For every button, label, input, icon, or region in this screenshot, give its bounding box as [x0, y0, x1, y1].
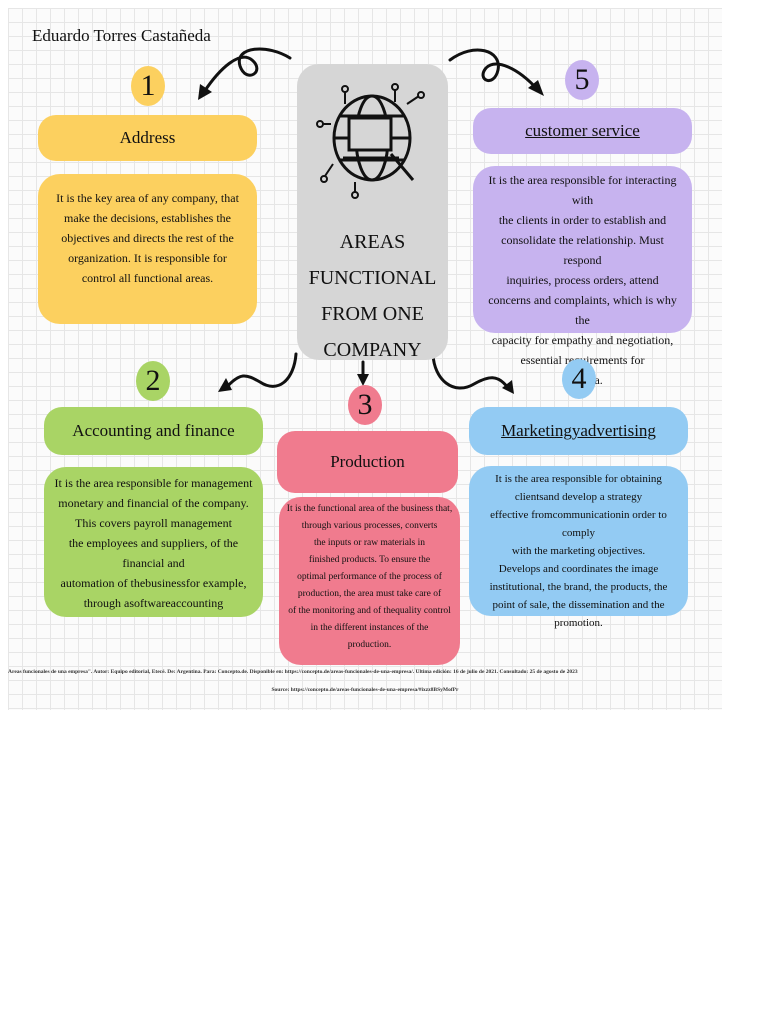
production-text-line: the inputs or raw materials in: [313, 538, 426, 548]
area-card-marketing-advertising: It is the area responsible for obtaining…: [469, 466, 688, 629]
accounting-text-line: financial and: [122, 556, 185, 570]
connector-arrows: [198, 47, 544, 394]
number-badge-4: 4: [562, 359, 596, 399]
accounting-text-line: This covers payroll management: [75, 516, 232, 530]
accounting-text-line: monetary and financial of the company.: [58, 496, 249, 510]
marketing-text-line: promotion.: [554, 617, 603, 629]
accounting-text-line: automation of thebusinessfor example,: [60, 576, 247, 590]
area-title-production: Production: [277, 431, 458, 493]
production-text-line: finished products. To ensure the: [308, 555, 431, 565]
production-text-line: through various processes, converts: [301, 521, 438, 531]
diagram-canvas: Eduardo Torres Castañeda: [8, 8, 722, 710]
arrowhead-marketing: [502, 380, 514, 394]
arrowhead-production: [357, 374, 369, 386]
arrow-to-marketing: [431, 352, 510, 390]
address-text-line: organization. It is responsible for: [68, 251, 227, 265]
area-title-marketing-advertising: Marketingyadvertising: [469, 407, 688, 455]
production-text-line: production.: [347, 640, 392, 650]
center-topic-box: AREAS FUNCTIONAL FROM ONE COMPANY: [297, 64, 448, 361]
customer-text-line: concerns and complaints, which is why th…: [488, 293, 677, 327]
production-text-line: optimal performance of the process of: [297, 572, 442, 582]
area-title-address: Address: [38, 115, 257, 161]
accounting-text-line: through asoftwareaccounting: [83, 596, 224, 610]
source-text: Source: https://concepto.de/areas-funcio…: [271, 687, 459, 693]
arrow-to-address: [202, 47, 292, 94]
area-card-accounting-finance: It is the area responsible for managemen…: [44, 467, 263, 617]
production-text-line: production, the area must take care of: [297, 589, 442, 599]
marketing-text-line: with the marketing objectives.: [511, 545, 646, 557]
area-title-customer-service: customer service: [473, 108, 692, 154]
marketing-text-line: institutional, the brand, the products, …: [489, 581, 668, 593]
customer-text-line: the clients in order to establish and: [498, 213, 667, 227]
production-text-line: of the monitoring and of thequality cont…: [288, 606, 451, 616]
accounting-text-line: It is the area responsible for managemen…: [54, 476, 253, 490]
center-title-line-1: AREAS: [339, 231, 406, 253]
number-badge-1: 1: [131, 66, 165, 106]
center-topic-title: AREAS FUNCTIONAL FROM ONE COMPANY: [297, 224, 448, 368]
address-text-line: objectives and directs the rest of the: [61, 231, 234, 245]
arrowhead-accounting: [218, 378, 232, 392]
area-card-production: It is the functional area of the busines…: [279, 497, 460, 665]
address-text-line: make the decisions, establishes the: [64, 211, 231, 225]
area-title-accounting-finance: Accounting and finance: [44, 407, 263, 455]
marketing-text-line: point of sale, the dissemination and the: [492, 599, 665, 611]
area-card-address: It is the key area of any company, that …: [38, 174, 257, 324]
center-title-line-4: COMPANY: [323, 339, 422, 361]
customer-text-line: It is the area responsible for interacti…: [488, 173, 677, 207]
customer-text-line: capacity for empathy and negotiation,: [491, 333, 674, 347]
customer-text-line: inquiries, process orders, attend: [506, 273, 659, 287]
accounting-text-line: the employees and suppliers, of the: [68, 536, 239, 550]
arrow-to-customer: [448, 48, 540, 92]
arrow-to-accounting: [224, 352, 298, 390]
author-name: Eduardo Torres Castañeda: [32, 26, 211, 45]
customer-text-line: consolidate the relationship. Must respo…: [501, 233, 664, 267]
arrowhead-customer: [528, 80, 544, 96]
production-text-line: It is the functional area of the busines…: [286, 504, 453, 514]
marketing-text-line: Develops and coordinates the image: [498, 563, 659, 575]
marketing-text-line: effective fromcommunicationin order to c…: [490, 509, 667, 539]
marketing-text-line: clientsand develop a strategy: [514, 491, 643, 503]
citation-text: Áreas funcionales de una empresa". Autor…: [8, 669, 578, 675]
address-text-line: control all functional areas.: [81, 271, 214, 285]
address-text-line: It is the key area of any company, that: [56, 191, 239, 205]
number-badge-2: 2: [136, 361, 170, 401]
center-title-line-2: FUNCTIONAL: [308, 267, 437, 289]
production-text-line: in the different instances of the: [310, 623, 429, 633]
marketing-text-line: It is the area responsible for obtaining: [495, 473, 662, 485]
area-card-customer-service: It is the area responsible for interacti…: [473, 166, 692, 387]
number-badge-5: 5: [565, 60, 599, 100]
arrowhead-address: [198, 84, 212, 100]
globe-computer-icon: [316, 83, 425, 199]
number-badge-3: 3: [348, 385, 382, 425]
center-title-line-3: FROM ONE: [321, 303, 424, 325]
